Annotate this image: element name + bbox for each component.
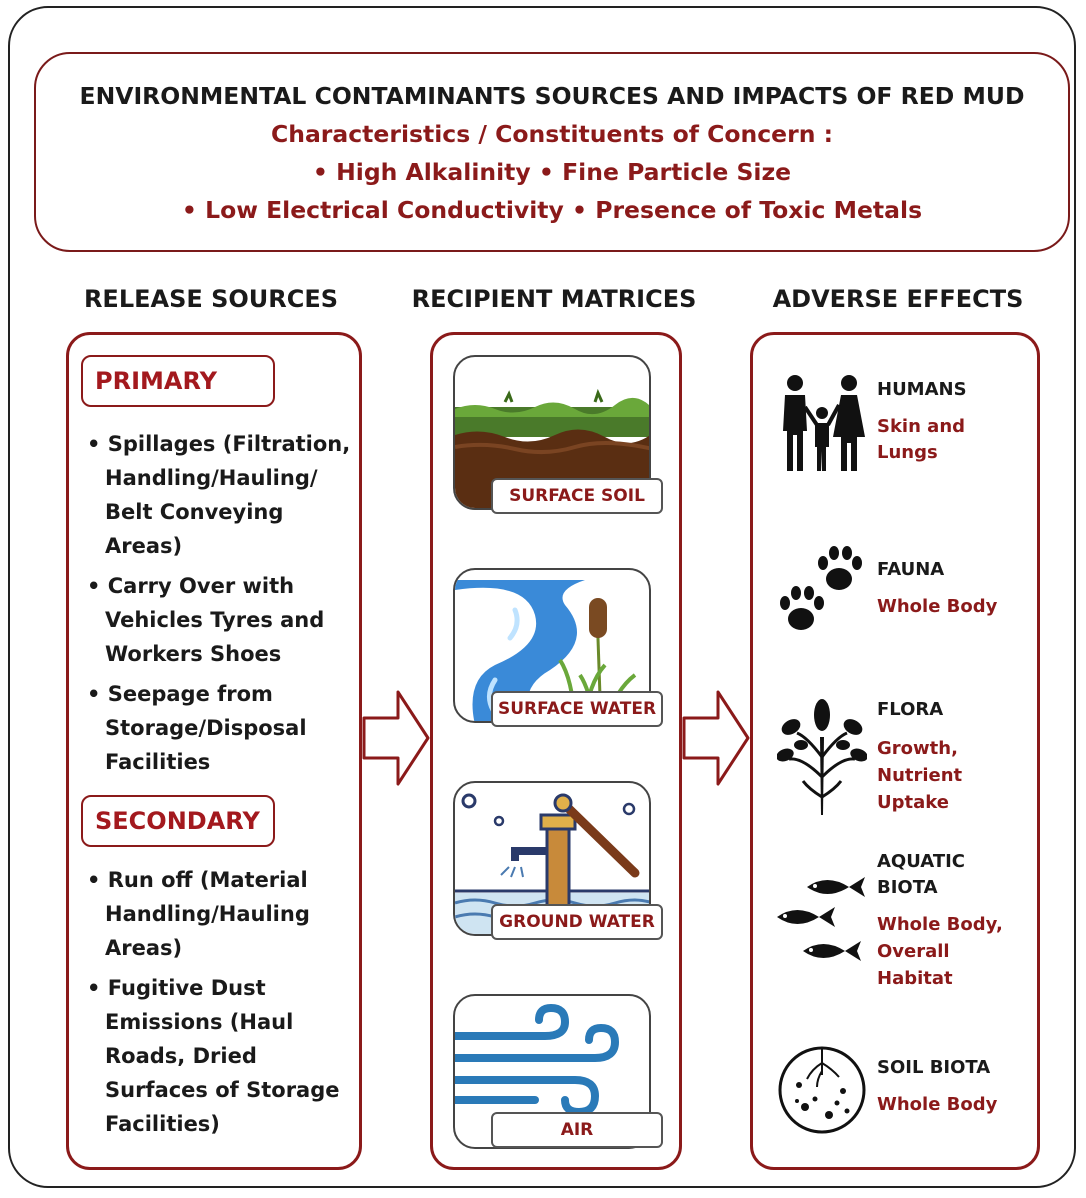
secondary-item: • Run off (Material Handling/Hauling Are… — [87, 868, 310, 960]
air-label: AIR — [491, 1112, 663, 1148]
release-sources-panel: PRIMARY • Spillages (Filtration, Handlin… — [66, 332, 362, 1170]
column-heading-sources: RELEASE SOURCES — [83, 285, 339, 313]
primary-tag: PRIMARY — [81, 355, 275, 407]
effect-flora-desc-1: Growth, — [877, 738, 958, 759]
characteristics-line-1: • High Alkalinity • Fine Particle Size — [312, 158, 792, 186]
effect-fauna-desc-1: Whole Body — [877, 596, 998, 617]
ground-water-label: GROUND WATER — [491, 904, 663, 940]
column-heading-effects: ADVERSE EFFECTS — [772, 285, 1024, 313]
surface-soil-label: SURFACE SOIL — [491, 478, 663, 514]
primary-item: • Seepage from Storage/Disposal Faciliti… — [87, 682, 307, 774]
header-box: ENVIRONMENTAL CONTAMINANTS SOURCES AND I… — [34, 52, 1070, 252]
effect-aquatic-name-1: AQUATIC — [877, 851, 966, 872]
effect-flora-desc-2: Nutrient — [877, 765, 963, 786]
column-heading-matrices: RECIPIENT MATRICES — [411, 285, 697, 313]
effect-humans-desc-2: Lungs — [877, 442, 938, 463]
family-icon — [783, 375, 865, 471]
plant-icon — [777, 699, 867, 815]
effect-soil-biota-desc-1: Whole Body — [877, 1094, 998, 1115]
surface-water-card — [453, 568, 651, 723]
recipient-matrices-panel: SURFACE SOIL SURFACE WATER GROUND WAT — [430, 332, 682, 1170]
characteristics-line-2: • Low Electrical Conductivity • Presence… — [181, 196, 923, 224]
arrow-matrices-to-effects — [682, 690, 750, 786]
diagram-frame — [8, 6, 1076, 1188]
adverse-effects-panel: HUMANS Skin and Lungs FAUNA Whole Body — [750, 332, 1040, 1170]
effect-fauna-name: FAUNA — [877, 559, 945, 580]
effect-aquatic-desc-2: Overall — [877, 941, 950, 962]
primary-list: • Spillages (Filtration, Handling/Haulin… — [87, 427, 357, 785]
effect-aquatic-name-2: BIOTA — [877, 877, 938, 898]
primary-item: • Spillages (Filtration, Handling/Haulin… — [87, 432, 351, 558]
secondary-list: • Run off (Material Handling/Hauling Are… — [87, 863, 357, 1147]
secondary-tag: SECONDARY — [81, 795, 275, 847]
secondary-item: • Fugitive Dust Emissions (Haul Roads, D… — [87, 976, 340, 1136]
wind-icon — [455, 1003, 620, 1117]
diagram-subtitle: Characteristics / Constituents of Concer… — [270, 120, 834, 148]
arrow-sources-to-matrices — [362, 690, 430, 786]
effect-aquatic-desc-3: Habitat — [877, 968, 953, 989]
effect-aquatic-desc-1: Whole Body, — [877, 914, 1003, 935]
surface-water-label: SURFACE WATER — [491, 691, 663, 727]
paw-prints-icon — [780, 546, 862, 630]
effect-flora-name: FLORA — [877, 699, 944, 720]
effect-soil-biota-name: SOIL BIOTA — [877, 1057, 991, 1078]
soil-microbes-icon — [778, 1046, 866, 1134]
effect-humans-name: HUMANS — [877, 379, 967, 400]
diagram-title: ENVIRONMENTAL CONTAMINANTS SOURCES AND I… — [79, 82, 1025, 110]
fish-icon — [777, 877, 865, 961]
primary-item: • Carry Over with Vehicles Tyres and Wor… — [87, 574, 325, 666]
effect-humans-desc-1: Skin and — [877, 416, 966, 437]
effect-flora-desc-3: Uptake — [877, 792, 949, 813]
